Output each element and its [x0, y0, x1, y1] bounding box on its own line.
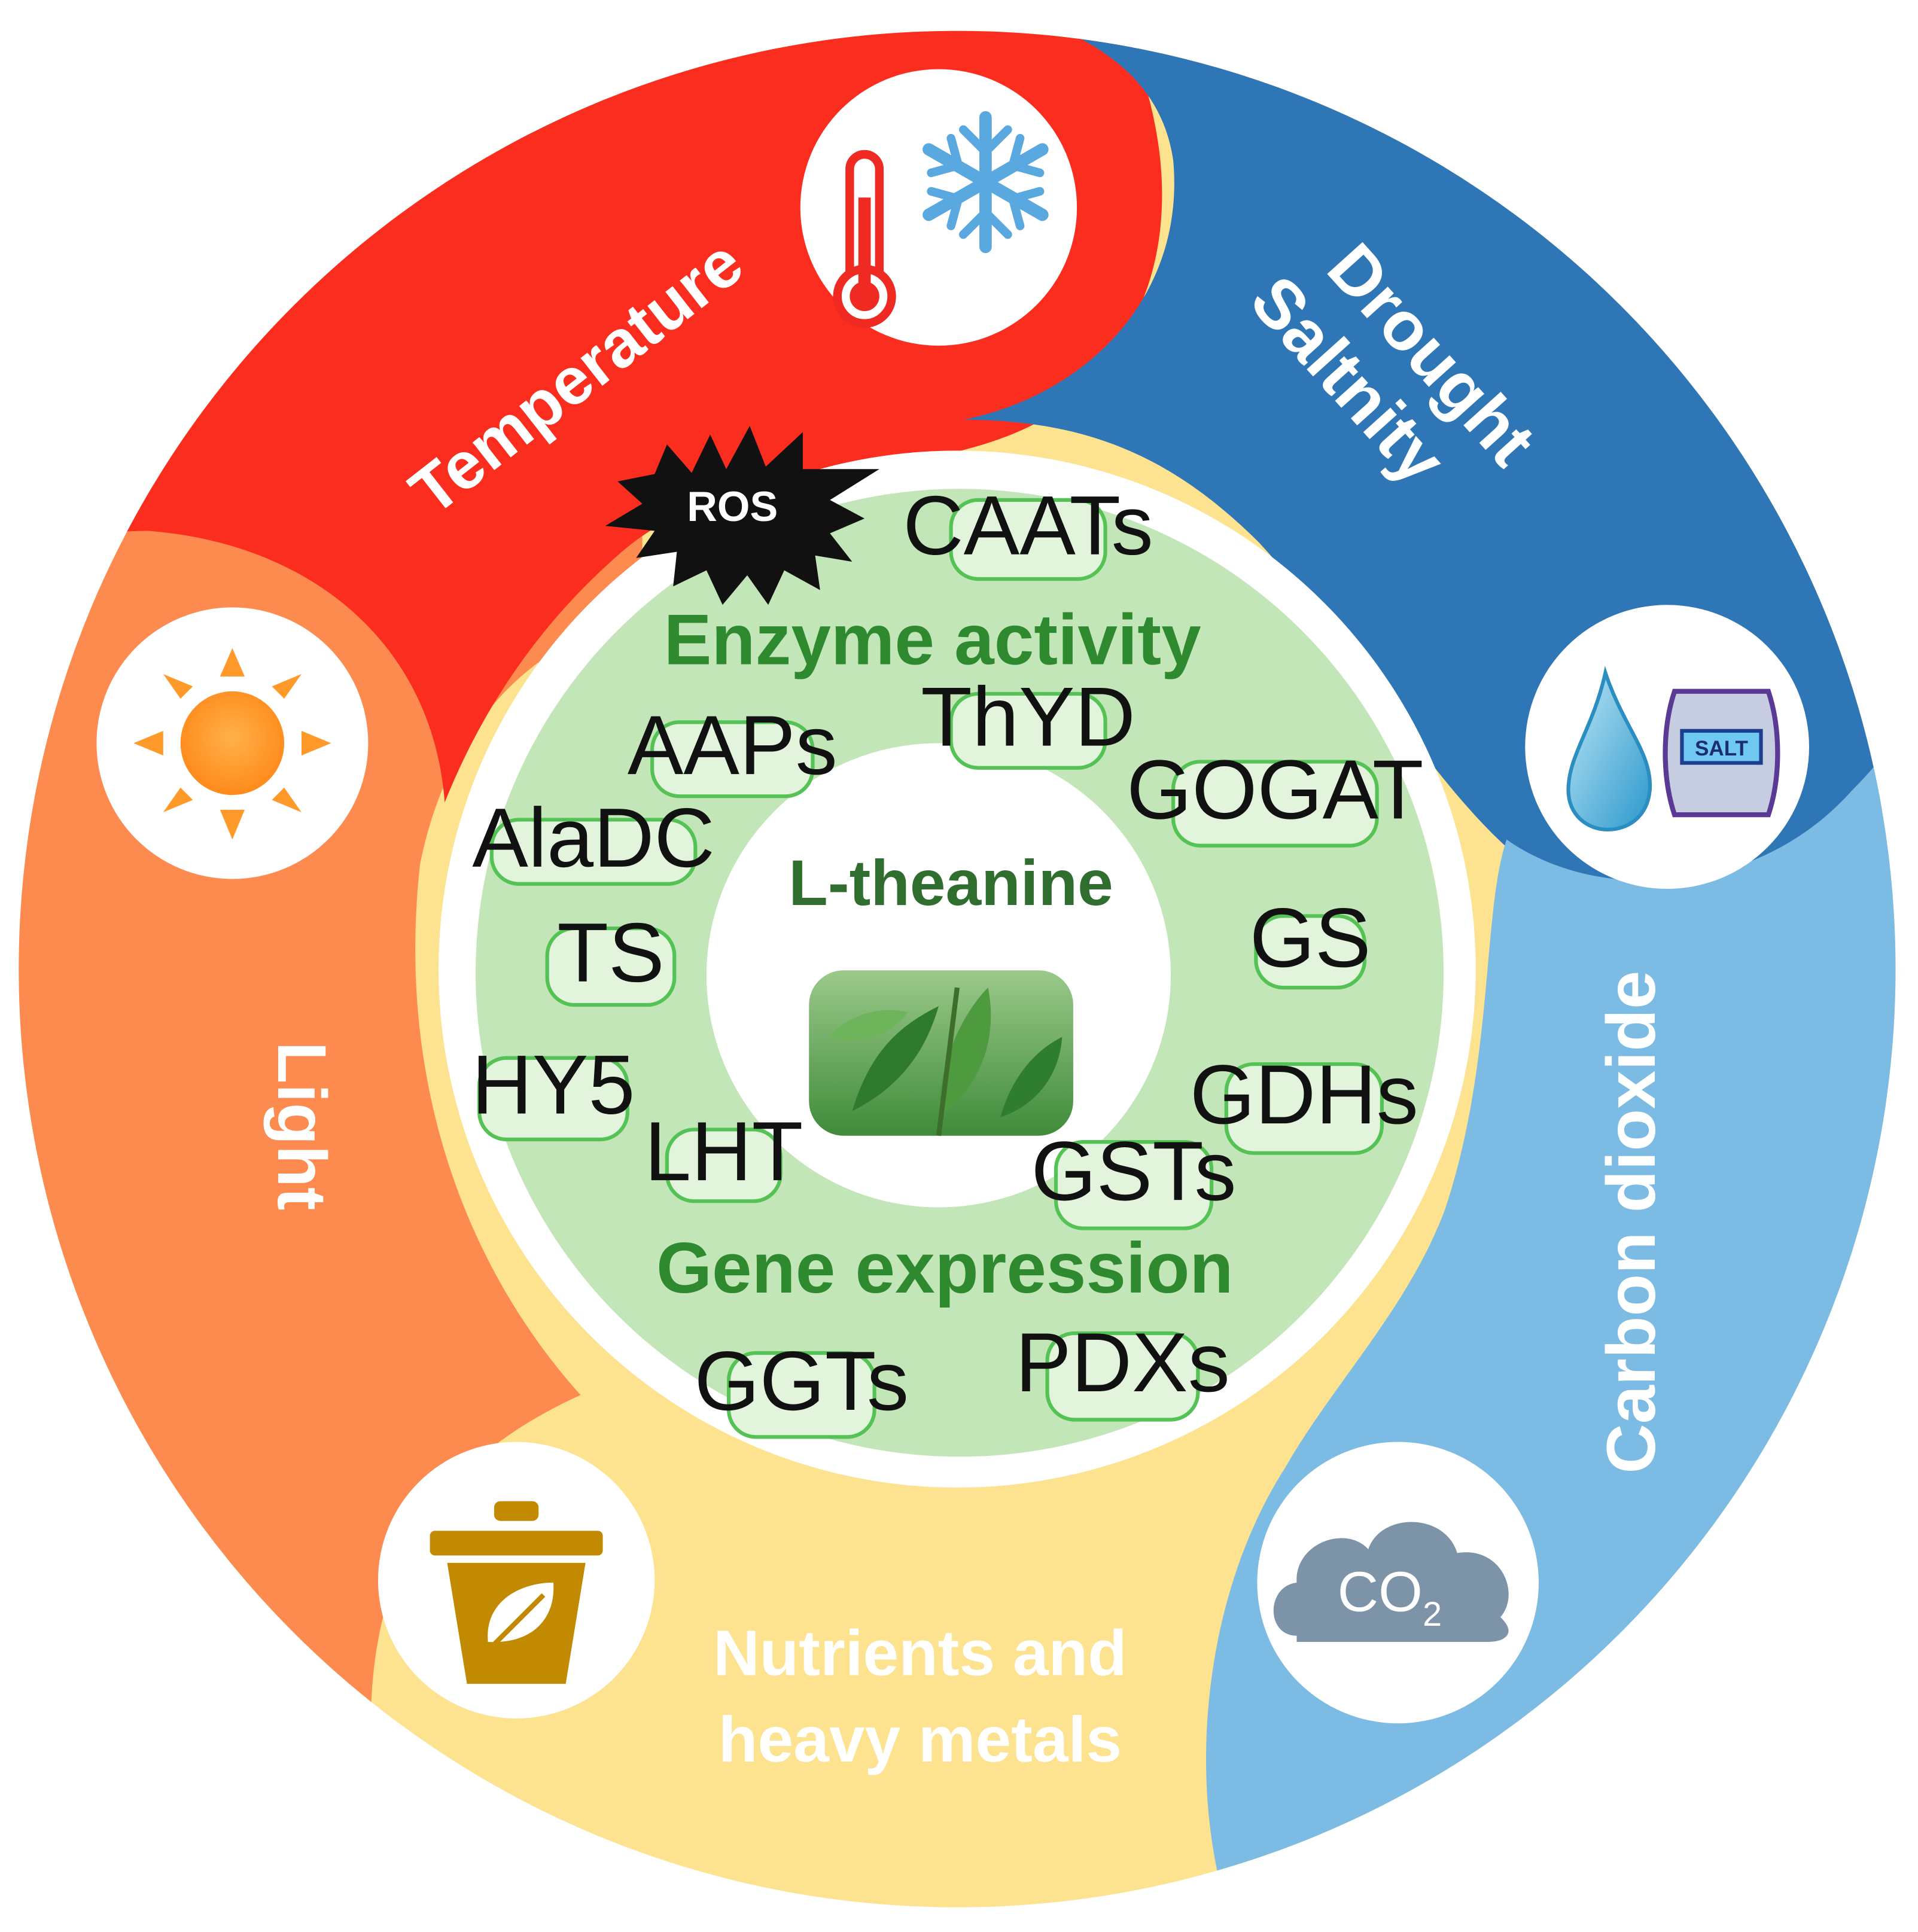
pill-pdxs: PDXs: [1015, 1315, 1230, 1422]
pill-label: GSTs: [1031, 1124, 1237, 1218]
pill-label: PDXs: [1015, 1315, 1230, 1409]
pill-box: [949, 498, 1107, 581]
pill-label: GOGAT: [1127, 742, 1423, 836]
pill-label: HY5: [472, 1038, 635, 1132]
pill-lht: LHT: [644, 1104, 803, 1203]
pill-label: GDHs: [1190, 1047, 1418, 1141]
pill-box: [489, 818, 698, 886]
pill-ggts: GGTs: [695, 1334, 909, 1439]
light-icon-badge: [96, 607, 369, 879]
pill-label: GS: [1250, 891, 1371, 985]
water-drop-icon: [1566, 666, 1652, 832]
pill-box: [1045, 1331, 1200, 1422]
pill-label: CAATs: [903, 479, 1153, 572]
pill-label: ThYD: [921, 670, 1135, 764]
pill-box: [650, 720, 815, 799]
nutrients-label-line2: heavy metals: [719, 1704, 1122, 1775]
pill-ts: TS: [545, 906, 677, 1007]
svg-text:CO2: CO2: [1338, 1560, 1442, 1634]
pill-box: [665, 1127, 783, 1203]
pill-caats: CAATs: [903, 479, 1153, 581]
enzyme-activity-title: Enzyme activity: [664, 600, 1201, 679]
co2-icon-badge: CO2: [1257, 1442, 1539, 1724]
nutrients-label-line1: Nutrients and: [713, 1617, 1127, 1689]
pill-thyd: ThYD: [921, 670, 1135, 770]
pill-aladc: AlaDC: [472, 791, 715, 886]
salt-label: SALT: [1695, 737, 1749, 760]
co2-main-text: CO: [1338, 1560, 1423, 1623]
drought-icon-badge: SALT: [1525, 605, 1809, 889]
light-label: Light: [263, 1041, 340, 1210]
tea-plant-photo: [809, 970, 1073, 1136]
pill-box: [949, 691, 1107, 770]
co2-cloud-icon: CO2: [1273, 1522, 1509, 1642]
pill-label: TS: [557, 906, 664, 999]
pill-box: [1171, 760, 1379, 848]
temperature-icon-badge: [800, 69, 1077, 346]
pill-label: AlaDC: [472, 791, 714, 885]
plant-pot-icon: [430, 1501, 603, 1684]
pill-box: [1054, 1140, 1214, 1230]
pill-label: GGTs: [695, 1334, 909, 1428]
thermometer-icon: [833, 150, 896, 328]
pill-gs: GS: [1250, 891, 1371, 990]
pill-box: [726, 1351, 876, 1439]
snowflake-icon: [923, 111, 1049, 254]
pill-box: [545, 926, 677, 1007]
nutrients-label: Nutrients and heavy metals: [713, 1617, 1127, 1775]
pill-aaps: AAPs: [628, 698, 838, 799]
pill-gdhs: GDHs: [1190, 1047, 1418, 1155]
pill-label: AAPs: [628, 698, 838, 792]
l-theanine-title: L-theanine: [788, 847, 1113, 919]
co2-label: Carbon dioxide: [1593, 971, 1670, 1474]
pill-box: [477, 1056, 629, 1142]
co2-subscript-text: 2: [1423, 1595, 1442, 1634]
pill-box: [1224, 1062, 1384, 1155]
salt-bag-icon: SALT: [1663, 688, 1780, 818]
sun-icon: [133, 648, 331, 840]
pill-hy5: HY5: [472, 1038, 635, 1142]
gene-expression-title: Gene expression: [656, 1229, 1234, 1308]
pill-gsts: GSTs: [1031, 1124, 1237, 1230]
ros-label: ROS: [687, 483, 778, 530]
pill-gogat: GOGAT: [1127, 742, 1424, 848]
ros-burst: ROS: [605, 426, 879, 605]
nutrients-icon-badge: [377, 1442, 655, 1718]
pill-label: LHT: [644, 1104, 803, 1198]
pill-box: [1254, 914, 1367, 990]
